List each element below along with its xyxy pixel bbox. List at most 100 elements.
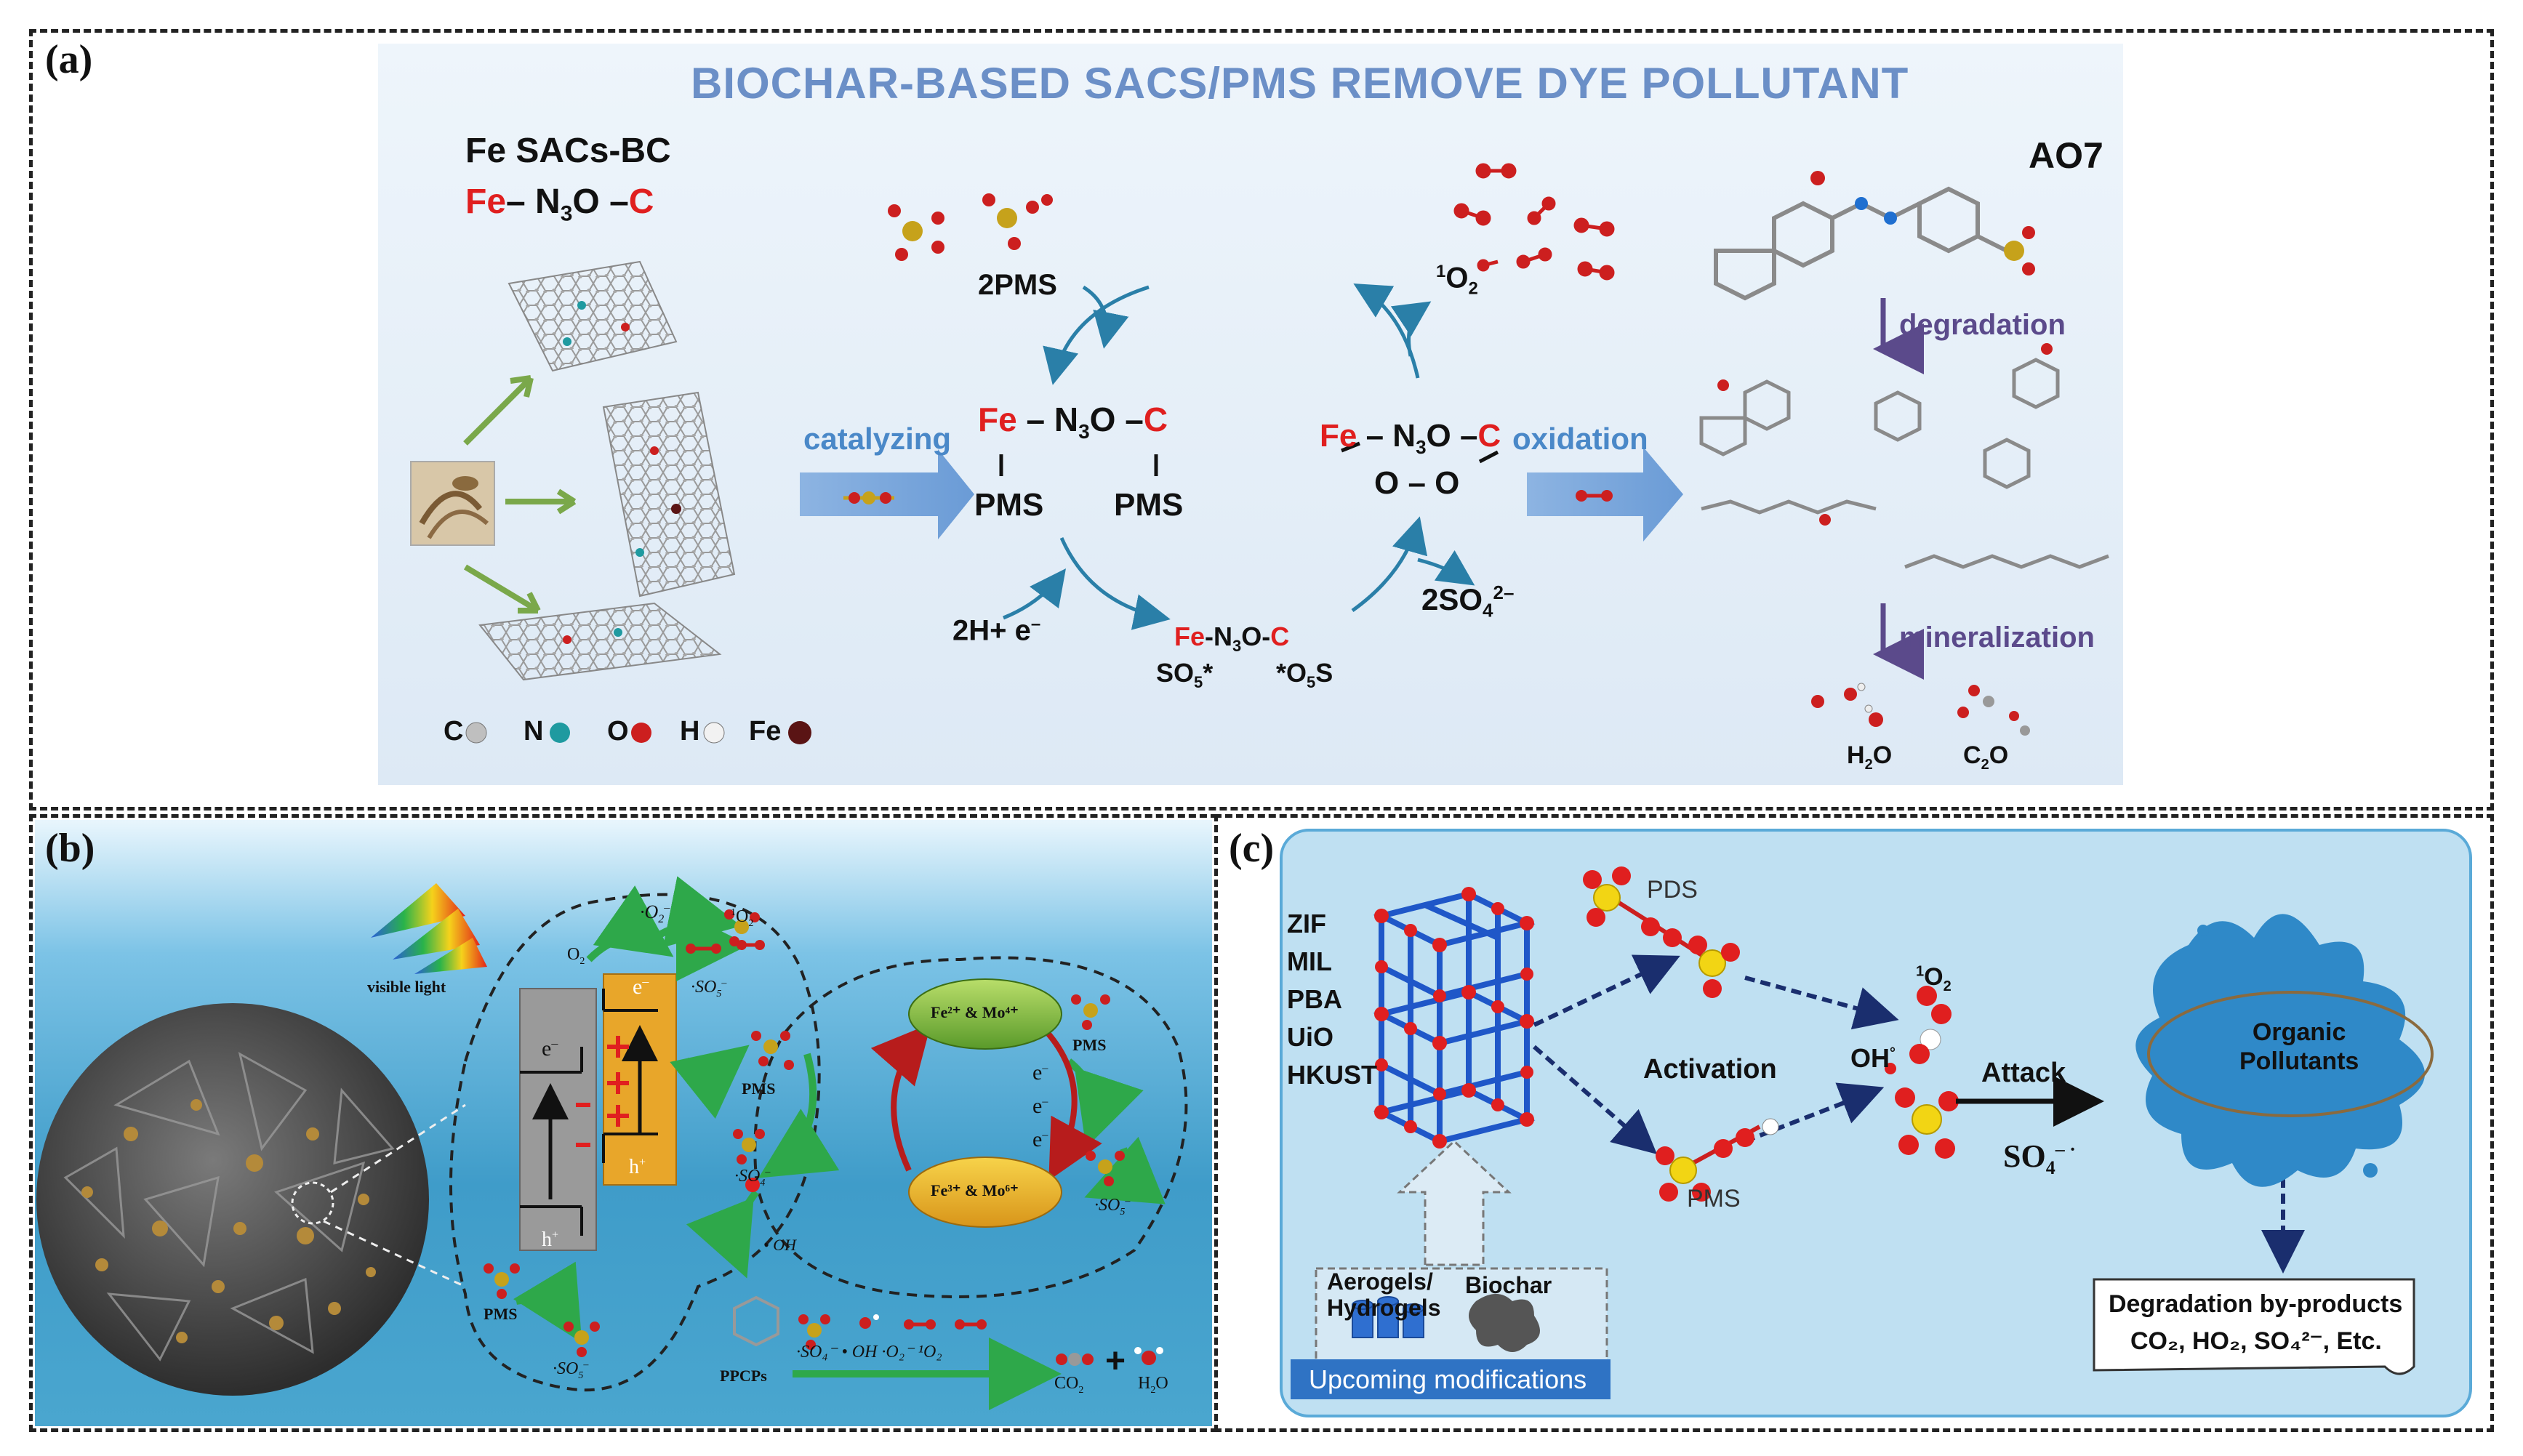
int-s: S xyxy=(1315,658,1333,688)
center-fe: Fe xyxy=(978,401,1017,438)
degradation-label: degradation xyxy=(1899,309,2066,341)
mof-nodes xyxy=(1374,887,1534,1149)
panel-a-frame xyxy=(29,29,2494,811)
hydroxyl-oh: OH xyxy=(1850,1043,1890,1073)
so5-right: ·SO xyxy=(1094,1196,1120,1215)
visible-light-label: visible light xyxy=(367,978,446,996)
catalyst-c: C xyxy=(628,182,654,221)
visible-light-icon xyxy=(371,883,487,974)
ox-c: C xyxy=(1477,418,1501,454)
fe-sac-sheet-2 xyxy=(602,391,736,598)
ox-o: O – xyxy=(1426,418,1478,454)
sulfate-radical-c: SO4– · xyxy=(2003,1138,2076,1179)
so5-right-sub: 5 xyxy=(1120,1206,1126,1218)
mineralization-label: mineralization xyxy=(1899,622,2095,653)
center-c: C xyxy=(1143,401,1168,438)
oxygen-molecule-icon xyxy=(1576,490,1613,502)
hydroxyl-sup: ° xyxy=(1890,1045,1896,1061)
singlet-oxygen-c-label: 1O2 xyxy=(1916,963,1952,995)
sulfate-2so: 2SO xyxy=(1421,582,1483,616)
fe2-mo4-label: Fe²⁺ & Mo⁴⁺ xyxy=(931,1003,1019,1021)
pms-molecules-top xyxy=(888,193,1053,261)
catalyst-n: – N xyxy=(506,182,561,221)
intermediate-so5-right: *O5S xyxy=(1276,658,1333,692)
catalyst-o: O – xyxy=(572,182,629,221)
catalytic-cycle-arrows xyxy=(1003,283,1475,630)
synthesis-arrows xyxy=(463,375,577,614)
fe3-mo6-label: Fe³⁺ & Mo⁶⁺ xyxy=(931,1181,1019,1199)
so5-top-sub: 5 xyxy=(716,988,722,1000)
hydrogel-cylinders xyxy=(1352,1296,1424,1338)
biochar-label: Biochar xyxy=(1465,1272,1552,1298)
modification-arrow xyxy=(1397,1139,1512,1266)
int-sub3: 3 xyxy=(1232,637,1242,656)
int-so5-right-sub: 5 xyxy=(1307,673,1316,692)
int-so5-right: *O xyxy=(1276,658,1307,688)
mof-pba: PBA xyxy=(1287,984,1343,1014)
center-o: O – xyxy=(1089,401,1144,438)
aerogels-label: Aerogels/ Hydrogels xyxy=(1327,1268,1440,1321)
h2o-b-h: H xyxy=(1138,1374,1151,1393)
attack-label: Attack xyxy=(1981,1058,2066,1088)
catalyst-sphere xyxy=(36,1003,429,1396)
ppcps-molecule xyxy=(733,1295,779,1347)
panel-c-frame xyxy=(1214,814,2494,1432)
degradation-byproducts xyxy=(1699,358,2109,569)
e2-sup: – xyxy=(1042,1095,1048,1108)
singlet-c-o: O xyxy=(1924,963,1944,991)
electron-cb-orange: e– xyxy=(633,974,649,1000)
pms-bonds xyxy=(999,441,1499,476)
mof-hkust: HKUST xyxy=(1287,1060,1377,1090)
singlet-oxygen-label: 1O2 xyxy=(1436,262,1478,299)
biochar-icon xyxy=(1469,1294,1540,1352)
legend-c-sphere xyxy=(465,722,487,744)
byproducts-list: CO₂, HO₂, SO₄²⁻, Etc. xyxy=(2130,1327,2382,1355)
byproducts-box xyxy=(2093,1278,2415,1375)
proton-electron-label: 2H+ e– xyxy=(952,614,1040,647)
biomass-photo xyxy=(410,461,495,546)
panel-a-title: BIOCHAR-BASED SACS/PMS REMOVE DYE POLLUT… xyxy=(691,59,1909,108)
so4-radical-left: ·SO4– xyxy=(734,1167,770,1189)
int-so5-left: SO xyxy=(1156,658,1195,688)
pms-label-c: PMS xyxy=(1687,1185,1741,1212)
pms-label-right: PMS xyxy=(1072,1036,1107,1054)
pms-molecules-b xyxy=(484,909,1125,1357)
e-grey: e xyxy=(542,1037,552,1061)
legend-n-sphere xyxy=(550,723,570,743)
so4-left-sub: 4 xyxy=(760,1177,766,1188)
ox-n: N xyxy=(1392,418,1416,454)
e3: e xyxy=(1032,1127,1043,1151)
legend-fe-label: Fe xyxy=(749,716,782,747)
pollutant-ring xyxy=(2147,991,2434,1117)
mineral-products xyxy=(1811,683,2030,736)
two-pms-label: 2PMS xyxy=(978,269,1057,301)
superoxide-o: ·O xyxy=(640,901,659,922)
ox-dash: – xyxy=(1357,418,1393,454)
so5-radical-label-top: ·SO5– xyxy=(691,978,726,1000)
fe2-mo4-oval xyxy=(908,978,1062,1050)
intermediate-so5-left: SO5* xyxy=(1156,658,1213,692)
ox-fe: Fe xyxy=(1320,418,1357,454)
redox-arrow-top xyxy=(870,1023,931,1172)
superoxide-sub: 2 xyxy=(658,913,665,926)
int-star: * xyxy=(1203,658,1214,688)
e3-sup: – xyxy=(1042,1129,1048,1141)
catalyst-name: Fe SACs-BC xyxy=(465,132,671,170)
singlet-b-sup: 1 xyxy=(731,907,736,918)
legend-c-label: C xyxy=(444,716,464,747)
o2-label: O2 xyxy=(567,945,585,968)
oxidized-complex: Fe – N3O –C xyxy=(1320,418,1501,459)
so4-c-sup: – · xyxy=(2055,1138,2076,1160)
pds-molecule xyxy=(1583,866,1740,998)
h-grey-sup: + xyxy=(552,1228,559,1242)
singlet-o2-b-label: 1O2 xyxy=(731,907,753,930)
so5-bottom: ·SO xyxy=(553,1359,579,1378)
singlet-o: O xyxy=(1445,262,1469,294)
pms-label-bottom: PMS xyxy=(484,1305,518,1323)
pms-molecule-icon xyxy=(843,491,894,504)
catalyst-sub3: 3 xyxy=(560,201,573,226)
bottom-radicals xyxy=(798,1314,987,1350)
